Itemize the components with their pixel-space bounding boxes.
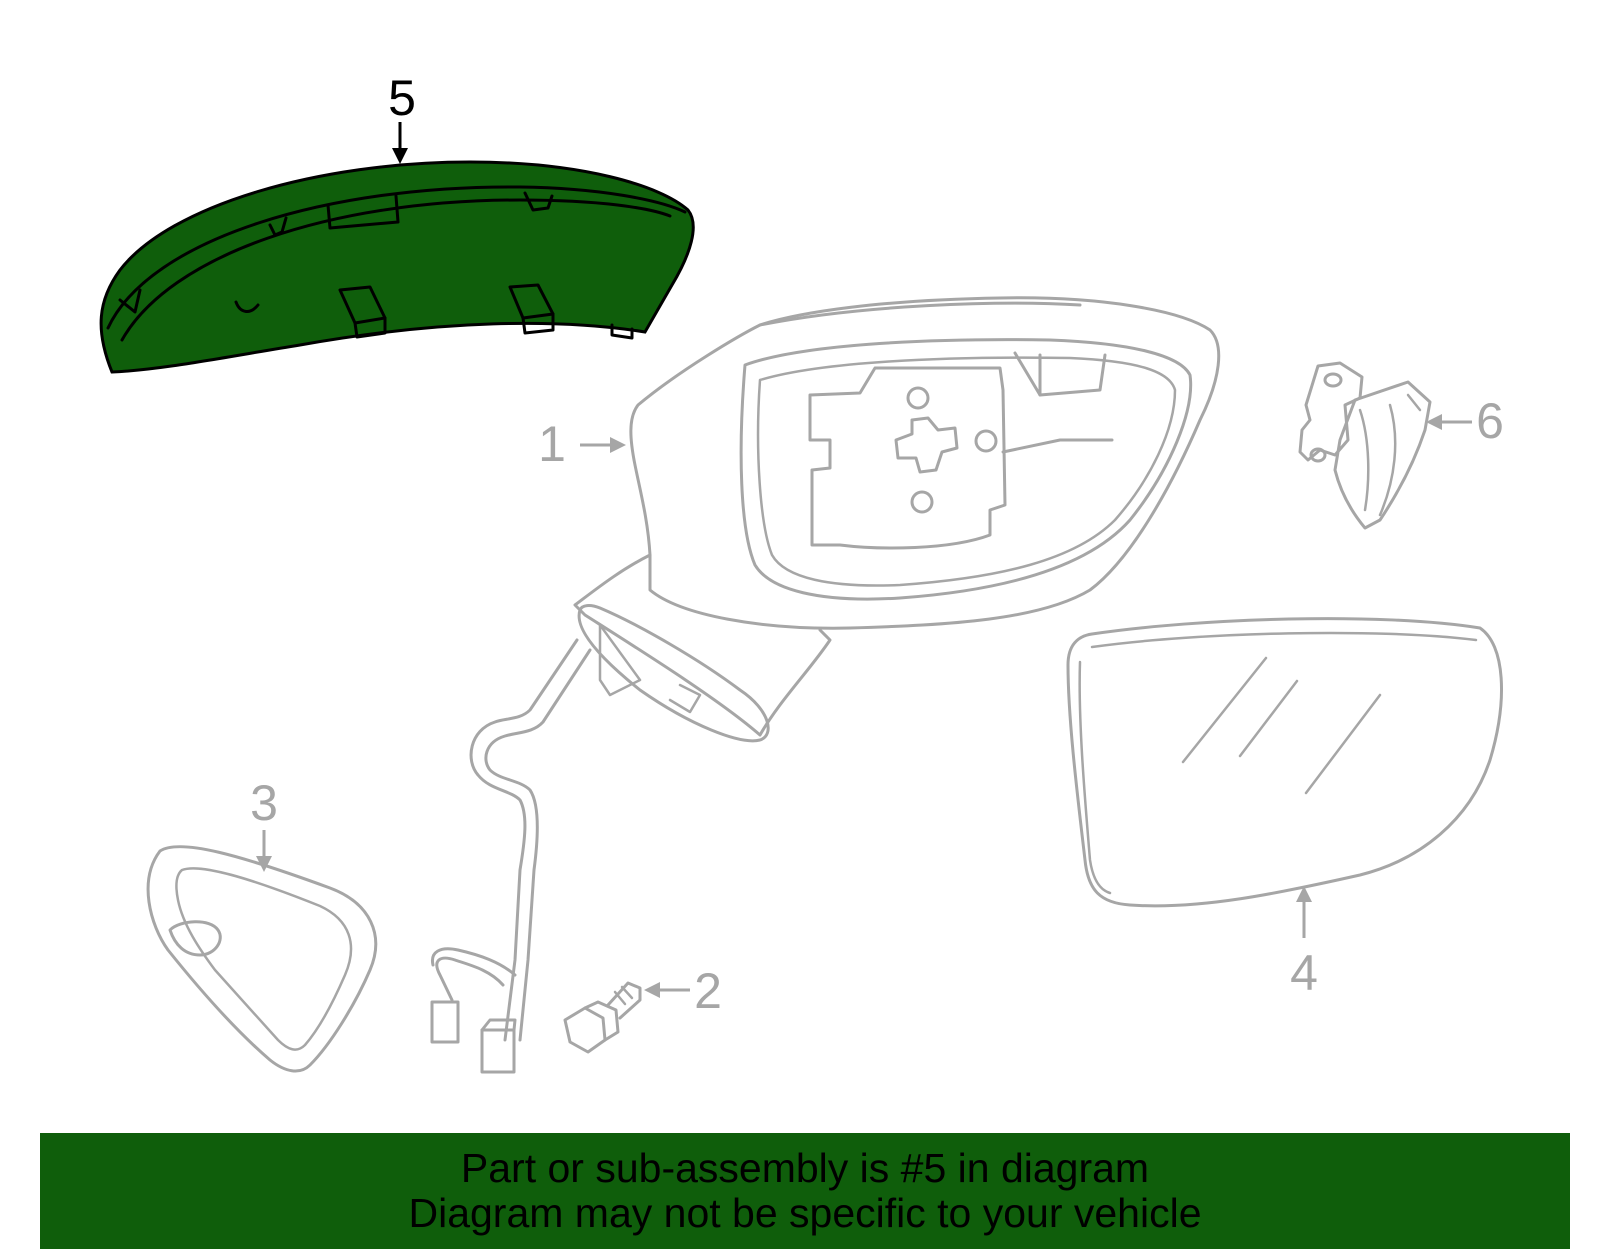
- callout-2: 2: [644, 963, 722, 1019]
- part-3-trim-cover[interactable]: [146, 845, 378, 1073]
- part-5-mirror-cover[interactable]: [99, 160, 695, 374]
- banner-line-2: Diagram may not be specific to your vehi…: [408, 1190, 1202, 1236]
- part-2-screw[interactable]: [563, 981, 642, 1054]
- callout-4-number: 4: [1290, 945, 1318, 1001]
- callout-5: 5: [388, 70, 416, 164]
- part-5-fill: [99, 160, 695, 374]
- part-6-turn-signal-lamp[interactable]: [1298, 361, 1432, 530]
- callout-6: 6: [1426, 393, 1504, 449]
- callout-1-number: 1: [538, 416, 566, 472]
- callout-6-number: 6: [1476, 393, 1504, 449]
- callout-5-number: 5: [388, 70, 416, 126]
- part-4-mirror-glass[interactable]: [1066, 617, 1503, 908]
- info-banner: Part or sub-assembly is #5 in diagram Di…: [40, 1133, 1570, 1249]
- callout-4: 4: [1290, 886, 1318, 1001]
- banner-line-1: Part or sub-assembly is #5 in diagram: [460, 1145, 1150, 1191]
- part-1-mirror-assembly[interactable]: [430, 296, 1221, 1074]
- callout-3-number: 3: [250, 775, 278, 831]
- callout-1: 1: [538, 416, 626, 472]
- callout-3: 3: [250, 775, 278, 872]
- callout-2-number: 2: [694, 963, 722, 1019]
